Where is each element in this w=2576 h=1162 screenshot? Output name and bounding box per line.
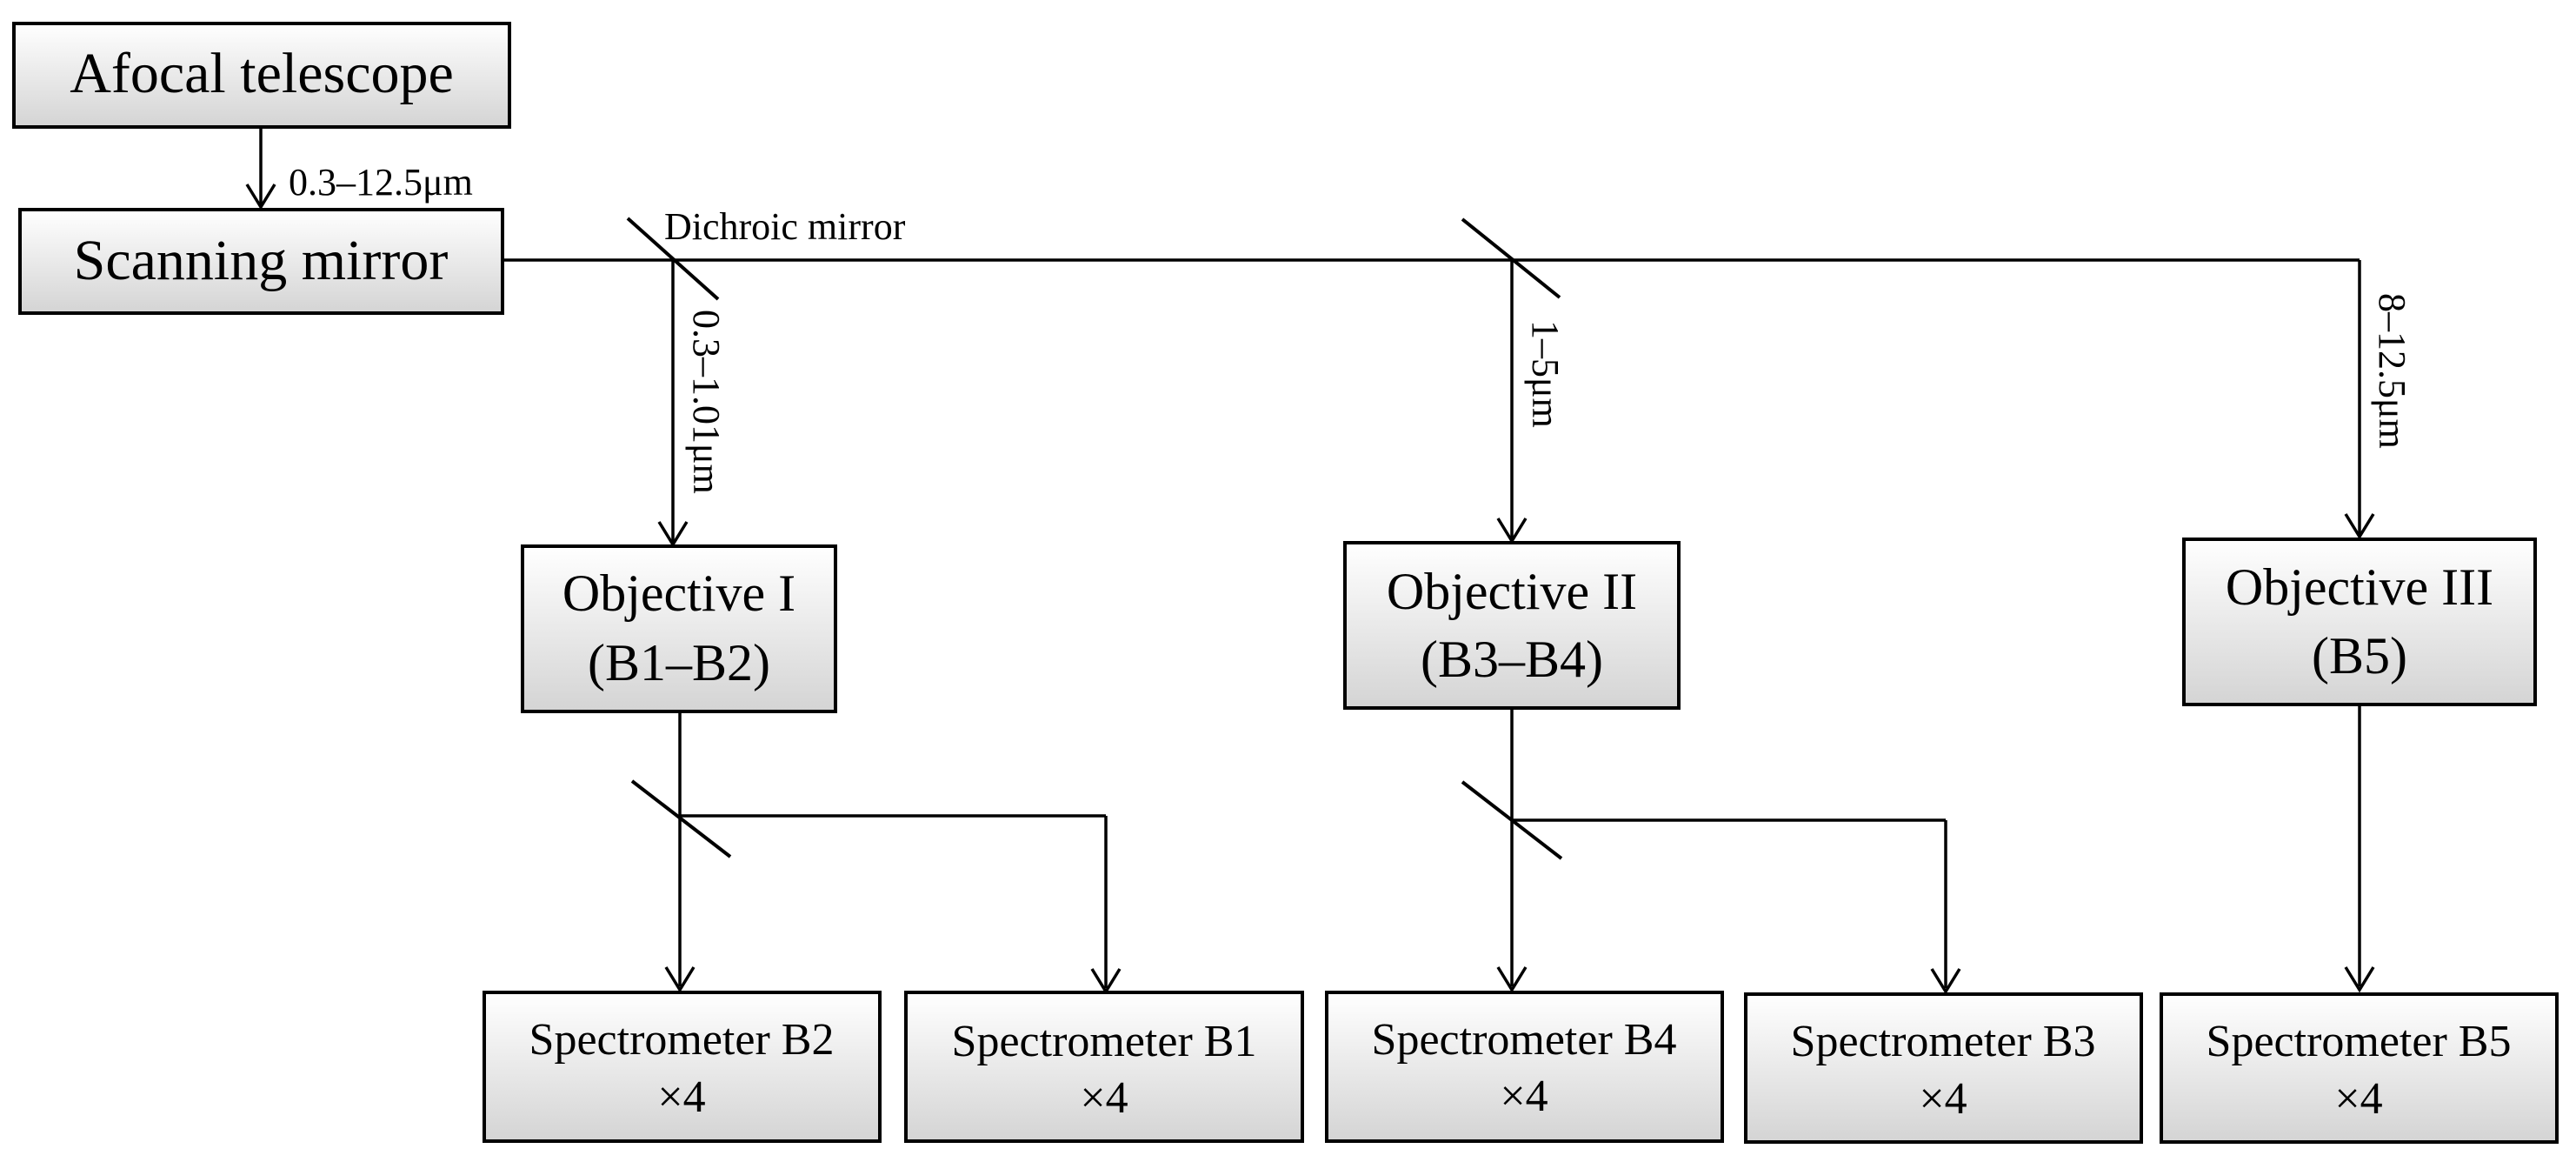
spectrometer-b3-box: Spectrometer B3 ×4 [1744,992,2143,1144]
dichroic-mirror-1 [626,217,720,301]
b3-branch-arrowhead [1930,968,1961,995]
spectrometer-b2-box: Spectrometer B2 ×4 [483,991,882,1143]
connectors [245,129,2375,995]
telescope-to-scanner-arrowhead [245,184,276,210]
spectrometer-b4-count: ×4 [1500,1072,1548,1121]
dichroic-mirror-3 [630,779,732,858]
spectrometer-b3-label: Spectrometer B3 [1791,1017,2096,1066]
objective-3-output-arrowhead [2344,966,2375,993]
objective-2-output-arrowhead [1496,966,1528,993]
objective-3-title: Objective III [2226,558,2493,616]
spectrometer-b3-count: ×4 [1919,1074,1967,1124]
spectrometer-b1-label: Spectrometer B1 [952,1017,1257,1066]
dichroic-mirror-label: Dichroic mirror [664,205,906,248]
objective-2-bands: (B3–B4) [1421,631,1603,688]
objective-2-title: Objective II [1387,563,1637,620]
objective-2-box: Objective II (B3–B4) [1343,541,1681,710]
objective-1-bands: (B1–B2) [588,634,770,691]
afocal-telescope-box: Afocal telescope [12,22,511,129]
objective-1-box: Objective I (B1–B2) [521,544,837,713]
band-3-label: 8–12.5μm [2371,293,2413,449]
objective-1-output-arrowhead [664,966,696,993]
spectrometer-b2-count: ×4 [657,1072,705,1122]
afocal-telescope-label: Afocal telescope [70,42,454,105]
spectrometer-b1-count: ×4 [1080,1073,1128,1123]
scanning-mirror-label: Scanning mirror [74,229,449,292]
dichroic-mirror-2 [1461,217,1561,299]
objective-3-box: Objective III (B5) [2182,538,2537,706]
spectrometer-b4-box: Spectrometer B4 ×4 [1325,991,1724,1143]
spectrometer-b2-label: Spectrometer B2 [529,1015,835,1065]
band-1-label: 0.3–1.01μm [685,310,728,494]
scanning-mirror-box: Scanning mirror [18,208,504,315]
spectrometer-b5-count: ×4 [2334,1074,2382,1124]
spectrometer-b4-label: Spectrometer B4 [1372,1015,1677,1065]
band-2-label: 1–5μm [1524,320,1567,428]
objective-1-title: Objective I [562,564,795,622]
branch-3-arrowhead [2344,513,2375,540]
telescope-band-label: 0.3–12.5μm [289,161,473,204]
spectrometer-b5-box: Spectrometer B5 ×4 [2160,992,2559,1144]
spectrometer-b5-label: Spectrometer B5 [2207,1017,2512,1066]
objective-3-bands: (B5) [2312,627,2407,685]
spectrometer-b1-box: Spectrometer B1 ×4 [904,991,1304,1143]
